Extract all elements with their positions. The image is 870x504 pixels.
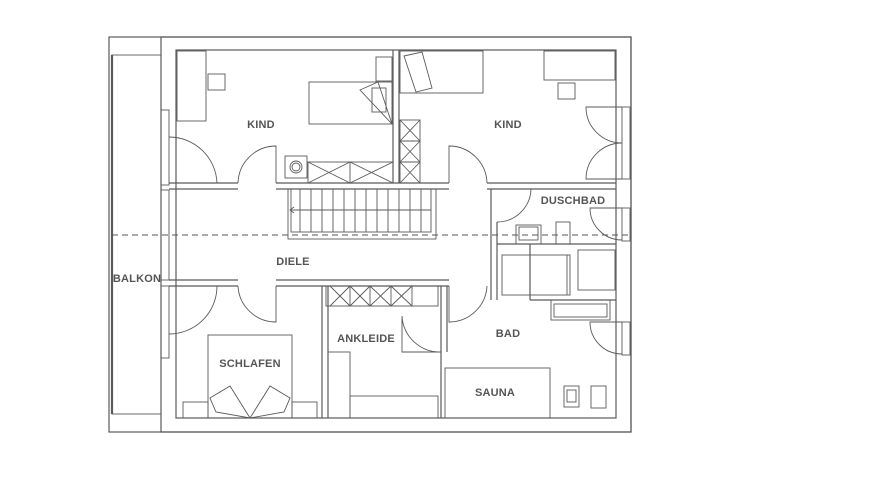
doors bbox=[168, 106, 631, 356]
room-label-kind-right: KIND bbox=[494, 119, 522, 131]
room-label-schlafen: SCHLAFEN bbox=[219, 358, 281, 370]
kind-right-furniture bbox=[399, 50, 616, 184]
balcony-doors bbox=[160, 109, 170, 359]
room-label-ankleide: ANKLEIDE bbox=[337, 333, 395, 345]
schlafen-bed bbox=[182, 334, 318, 419]
room-label-diele: DIELE bbox=[276, 256, 309, 268]
room-label-duschbad: DUSCHBAD bbox=[541, 195, 606, 207]
room-label-bad: BAD bbox=[496, 328, 520, 340]
bath-fixtures bbox=[501, 221, 616, 409]
staircase bbox=[287, 188, 437, 240]
kind-left-furniture bbox=[176, 50, 394, 184]
ankleide-wardrobe bbox=[325, 285, 439, 419]
room-label-balkon: BALKON bbox=[113, 273, 161, 285]
room-label-sauna: SAUNA bbox=[475, 387, 515, 399]
room-label-kind-left: KIND bbox=[247, 119, 275, 131]
